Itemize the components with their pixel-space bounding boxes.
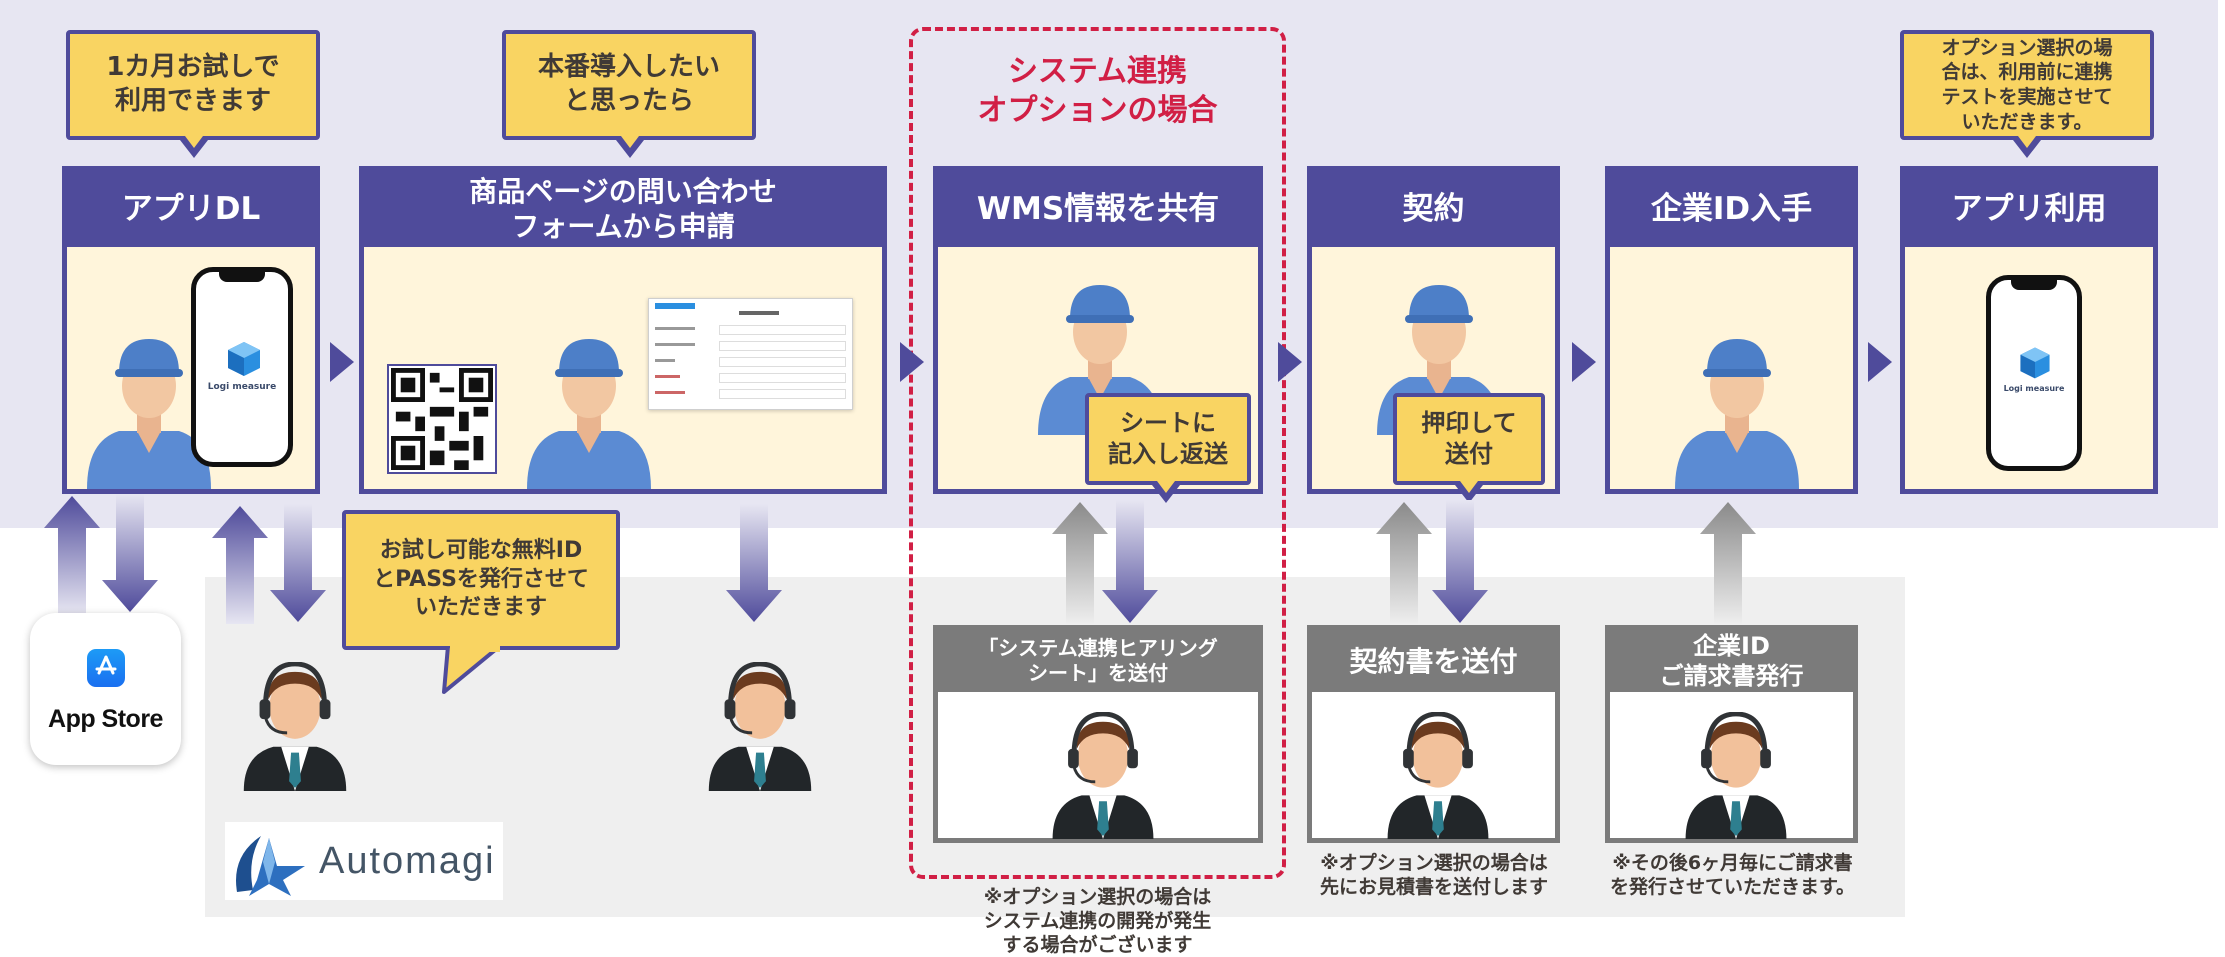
flow-arrow-icon xyxy=(1278,342,1302,382)
trial-callout: 1カ月お試しで 利用できます xyxy=(66,30,320,140)
automagi-logo-text: Automagi xyxy=(319,840,496,882)
hearing-sheet-card: 「システム連携ヒアリング シート」を送付 xyxy=(933,625,1263,843)
card-title: 企業ID ご請求書発行 xyxy=(1610,630,1853,692)
system-option-frame xyxy=(909,27,1286,879)
step-title: アプリ利用 xyxy=(1905,171,2153,247)
step-app-usage: アプリ利用 Logi measure xyxy=(1900,166,2158,494)
operator-icon xyxy=(1378,712,1498,840)
contract-send-card: 契約書を送付 xyxy=(1307,625,1560,843)
flow-arrow-icon xyxy=(1572,342,1596,382)
free-id-callout: お試し可能な無料ID とPASSを発行させて いただきます xyxy=(342,510,620,650)
flow-arrow-icon xyxy=(330,342,354,382)
operator-icon xyxy=(1043,712,1163,840)
flow-arrow-icon xyxy=(900,342,924,382)
worker-icon xyxy=(527,339,651,489)
operator-icon xyxy=(700,662,820,792)
app-logo-label: Logi measure xyxy=(2003,384,2065,393)
app-store-badge[interactable]: App Store xyxy=(30,613,181,765)
system-option-title: システム連携 オプションの場合 xyxy=(977,54,1218,128)
arrow-down-icon xyxy=(102,494,158,612)
app-store-icon xyxy=(87,649,125,687)
system-option-note: ※オプション選択の場合は システム連携の開発が発生 する場合がございます xyxy=(983,886,1212,956)
card-title: 契約書を送付 xyxy=(1312,630,1555,692)
step-title: アプリDL xyxy=(67,171,315,247)
arrow-up-icon xyxy=(1052,502,1108,625)
arrow-down-icon xyxy=(726,504,782,622)
production-callout: 本番導入したい と思ったら xyxy=(502,30,756,140)
arrow-up-icon xyxy=(212,506,268,624)
app-store-label: App Store xyxy=(48,705,163,733)
step-app-download: アプリDL Logi measure xyxy=(62,166,320,494)
arrow-down-icon xyxy=(270,504,326,622)
sheet-return-callout: シートに 記入し返送 xyxy=(1085,393,1251,485)
callout-tail xyxy=(616,136,644,158)
worker-icon xyxy=(1675,339,1799,489)
automagi-logo: Automagi xyxy=(225,822,503,900)
callout-tail xyxy=(1455,481,1483,503)
stamp-send-callout: 押印して 送付 xyxy=(1393,393,1545,485)
app-logo-icon xyxy=(228,342,260,376)
step-title: 契約 xyxy=(1312,171,1555,247)
qr-code-icon xyxy=(387,364,497,474)
inquiry-form-screenshot xyxy=(648,298,853,410)
arrow-up-icon xyxy=(44,496,100,614)
company-id-invoice-card: 企業ID ご請求書発行 xyxy=(1605,625,1858,843)
card-title: 「システム連携ヒアリング シート」を送付 xyxy=(938,630,1258,692)
quote-note: ※オプション選択の場合は 先にお見積書を送付します xyxy=(1319,852,1548,898)
flow-arrow-icon xyxy=(1868,342,1892,382)
invoice-note: ※その後6ヶ月毎にご請求書 を発行させていただきます。 xyxy=(1609,852,1856,898)
step-get-company-id: 企業ID入手 xyxy=(1605,166,1858,494)
step-share-wms: WMS情報を共有 xyxy=(933,166,1263,494)
arrow-up-icon xyxy=(1376,502,1432,625)
arrow-down-icon xyxy=(1432,500,1488,623)
app-logo-icon xyxy=(2020,347,2050,379)
option-test-callout: オプション選択の場 合は、利用前に連携 テストを実施させて いただきます。 xyxy=(1900,30,2154,140)
arrow-up-icon xyxy=(1700,502,1756,625)
step-title: WMS情報を共有 xyxy=(938,171,1258,247)
arrow-down-icon xyxy=(1102,500,1158,623)
smartphone-icon: Logi measure xyxy=(1986,275,2082,471)
callout-tail xyxy=(1152,481,1180,503)
step-title: 企業ID入手 xyxy=(1610,171,1853,247)
smartphone-icon: Logi measure xyxy=(191,267,293,467)
automagi-logo-icon xyxy=(236,836,305,896)
operator-icon xyxy=(235,662,355,792)
app-logo-label: Logi measure xyxy=(207,382,277,392)
callout-tail xyxy=(180,136,208,158)
step-title: 商品ページの問い合わせ フォームから申請 xyxy=(364,171,882,247)
callout-tail xyxy=(442,646,502,694)
operator-icon xyxy=(1676,712,1796,840)
callout-tail xyxy=(2013,136,2041,158)
